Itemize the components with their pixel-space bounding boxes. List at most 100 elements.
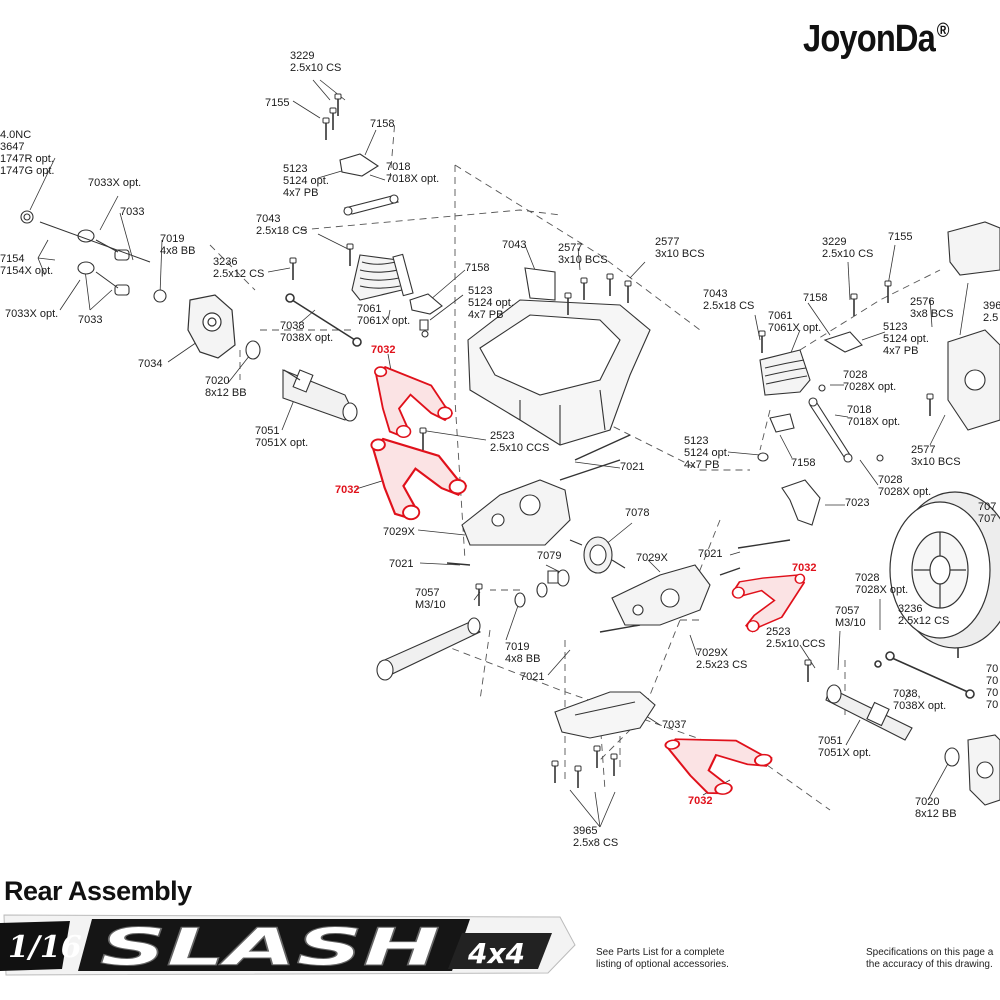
bearings-7019-center (515, 583, 547, 607)
chassis-brace-7043 (468, 268, 650, 445)
hub-carrier-right (948, 222, 1000, 430)
part-label: 5123 5124 opt. 4x7 PB (684, 435, 730, 471)
part-label: 7158 (465, 262, 490, 274)
part-label: 7021 (389, 558, 414, 570)
part-label: 7158 (370, 118, 395, 130)
part-label: 7021 (520, 671, 545, 683)
part-label: 7061 7061X opt. (357, 303, 411, 327)
part-label: 396 2.5 (983, 300, 1000, 324)
part-label: 7033X opt. (88, 177, 142, 189)
pins-7021 (446, 434, 791, 633)
shock-7061-left (352, 254, 413, 300)
part-label: 7061 7061X opt. (768, 310, 822, 334)
bracket-7023 (782, 480, 820, 525)
camber-link-7018-right (758, 332, 883, 462)
part-label: 7028 7028X opt. (843, 369, 897, 393)
registered-mark: ® (936, 20, 950, 42)
part-label: 7038, 7038X opt. (893, 688, 947, 712)
part-label: 7155 (265, 97, 290, 109)
footer-note-right: Specifications on this page a the accura… (866, 947, 994, 970)
center-driveshaft-left (377, 618, 480, 680)
page-title: Rear Assembly (4, 876, 192, 906)
axle-pins-left (39, 221, 151, 289)
part-label-7032: 7032 (688, 795, 713, 807)
skid-plate-7037 (555, 692, 655, 738)
part-label: 7043 (502, 239, 527, 251)
red-arm-7032-lower-left (369, 431, 470, 524)
part-label: 3229 2.5x10 CS (822, 236, 874, 260)
shock-7061-right (760, 350, 810, 395)
part-label: 7023 (845, 497, 870, 509)
part-label: 7018 7018X opt. (386, 161, 440, 185)
part-label: 7155 (888, 231, 913, 243)
part-label: 3229 2.5x10 CS (290, 50, 342, 74)
part-label: 3965 2.5x8 CS (573, 825, 619, 849)
red-arm-7032-lower-right (662, 717, 783, 804)
logo-name: SLASH (100, 918, 440, 978)
driveshaft-7051-left (283, 370, 357, 421)
gearbox-7029X-left (462, 480, 570, 545)
part-label: 2523 2.5x10 CCS (490, 430, 550, 454)
part-label: 7051 7051X opt. (255, 425, 309, 449)
gearbox-7029X-right (612, 565, 710, 625)
part-label: 2576 3x8 BCS (910, 296, 954, 320)
bearing-carrier-right (968, 735, 1000, 805)
part-label: 3236 2.5x12 CS (898, 603, 950, 627)
part-label: 7029X 2.5x23 CS (696, 647, 748, 671)
part-label: 7043 2.5x18 CS (256, 213, 308, 237)
part-label: 7021 (620, 461, 645, 473)
part-label: 7018 7018X opt. (847, 404, 901, 428)
part-label: 4.0NC 3647 1747R opt. 1747G opt. (0, 129, 55, 177)
part-label: 7021 (698, 548, 723, 560)
part-label: 7043 2.5x18 CS (703, 288, 755, 312)
screws-3965 (551, 745, 618, 789)
part-label: 7078 (625, 507, 650, 519)
part-label: 2577 3x10 BCS (558, 242, 608, 266)
bearing-carrier-7034 (188, 295, 235, 358)
part-label: 70 70 70 70 (986, 663, 999, 711)
part-label: 7033 (120, 206, 145, 218)
part-label: 7019 4x8 BB (160, 233, 196, 257)
part-label-7032: 7032 (371, 344, 396, 356)
brand-name: JoyonDa (803, 18, 936, 60)
part-label: 7028 7028X opt. (878, 474, 932, 498)
part-label: 7019 4x8 BB (505, 641, 541, 665)
part-label-7032: 7032 (792, 562, 817, 574)
part-label: 7033X opt. (5, 308, 59, 320)
part-label: 5123 5124 opt. 4x7 PB (283, 163, 329, 199)
part-label: 7051 7051X opt. (818, 735, 872, 759)
camber-link-7018-left (340, 154, 442, 337)
part-label: 7158 (803, 292, 828, 304)
turnbuckle-7038-left (285, 293, 362, 347)
rear-wheel (890, 492, 1000, 648)
part-label: 2523 2.5x10 CCS (766, 626, 826, 650)
part-label: 7158 (791, 457, 816, 469)
part-label-7032: 7032 (335, 484, 360, 496)
turnbuckle-7038-right (874, 651, 975, 699)
part-label: 7154 7154X opt. (0, 253, 54, 277)
part-label: 7020 8x12 BB (915, 796, 957, 820)
part-label: 7033 (78, 314, 103, 326)
logo-drive: 4x4 (467, 937, 525, 970)
part-label: 7028 7028X opt. (855, 572, 909, 596)
part-label: 7034 (138, 358, 163, 370)
part-label: 2577 3x10 BCS (655, 236, 705, 260)
part-label: 7038 7038X opt. (280, 320, 334, 344)
part-label: 3236 2.5x12 CS (213, 256, 265, 280)
part-label: 7029X (383, 526, 415, 538)
part-label: 7057 M3/10 (835, 605, 866, 629)
footer-note-left: See Parts List for a complete listing of… (596, 947, 729, 970)
part-label: 5123 5124 opt. 4x7 PB (468, 285, 514, 321)
driveshaft-7051-right (826, 685, 959, 766)
slash-4x4-logo: 1/16 SLASH 4x4 (0, 914, 576, 979)
axle-parts-left (21, 211, 260, 359)
part-label: 7020 8x12 BB (205, 375, 247, 399)
part-label: 7037 (662, 719, 687, 731)
red-arm-7032-upper-left (373, 366, 453, 439)
brand-logo: JoyonDa® (803, 18, 949, 61)
part-label: 7029X (636, 552, 668, 564)
part-label: 707 707 (978, 501, 997, 525)
part-label: 7057 M3/10 (415, 587, 446, 611)
